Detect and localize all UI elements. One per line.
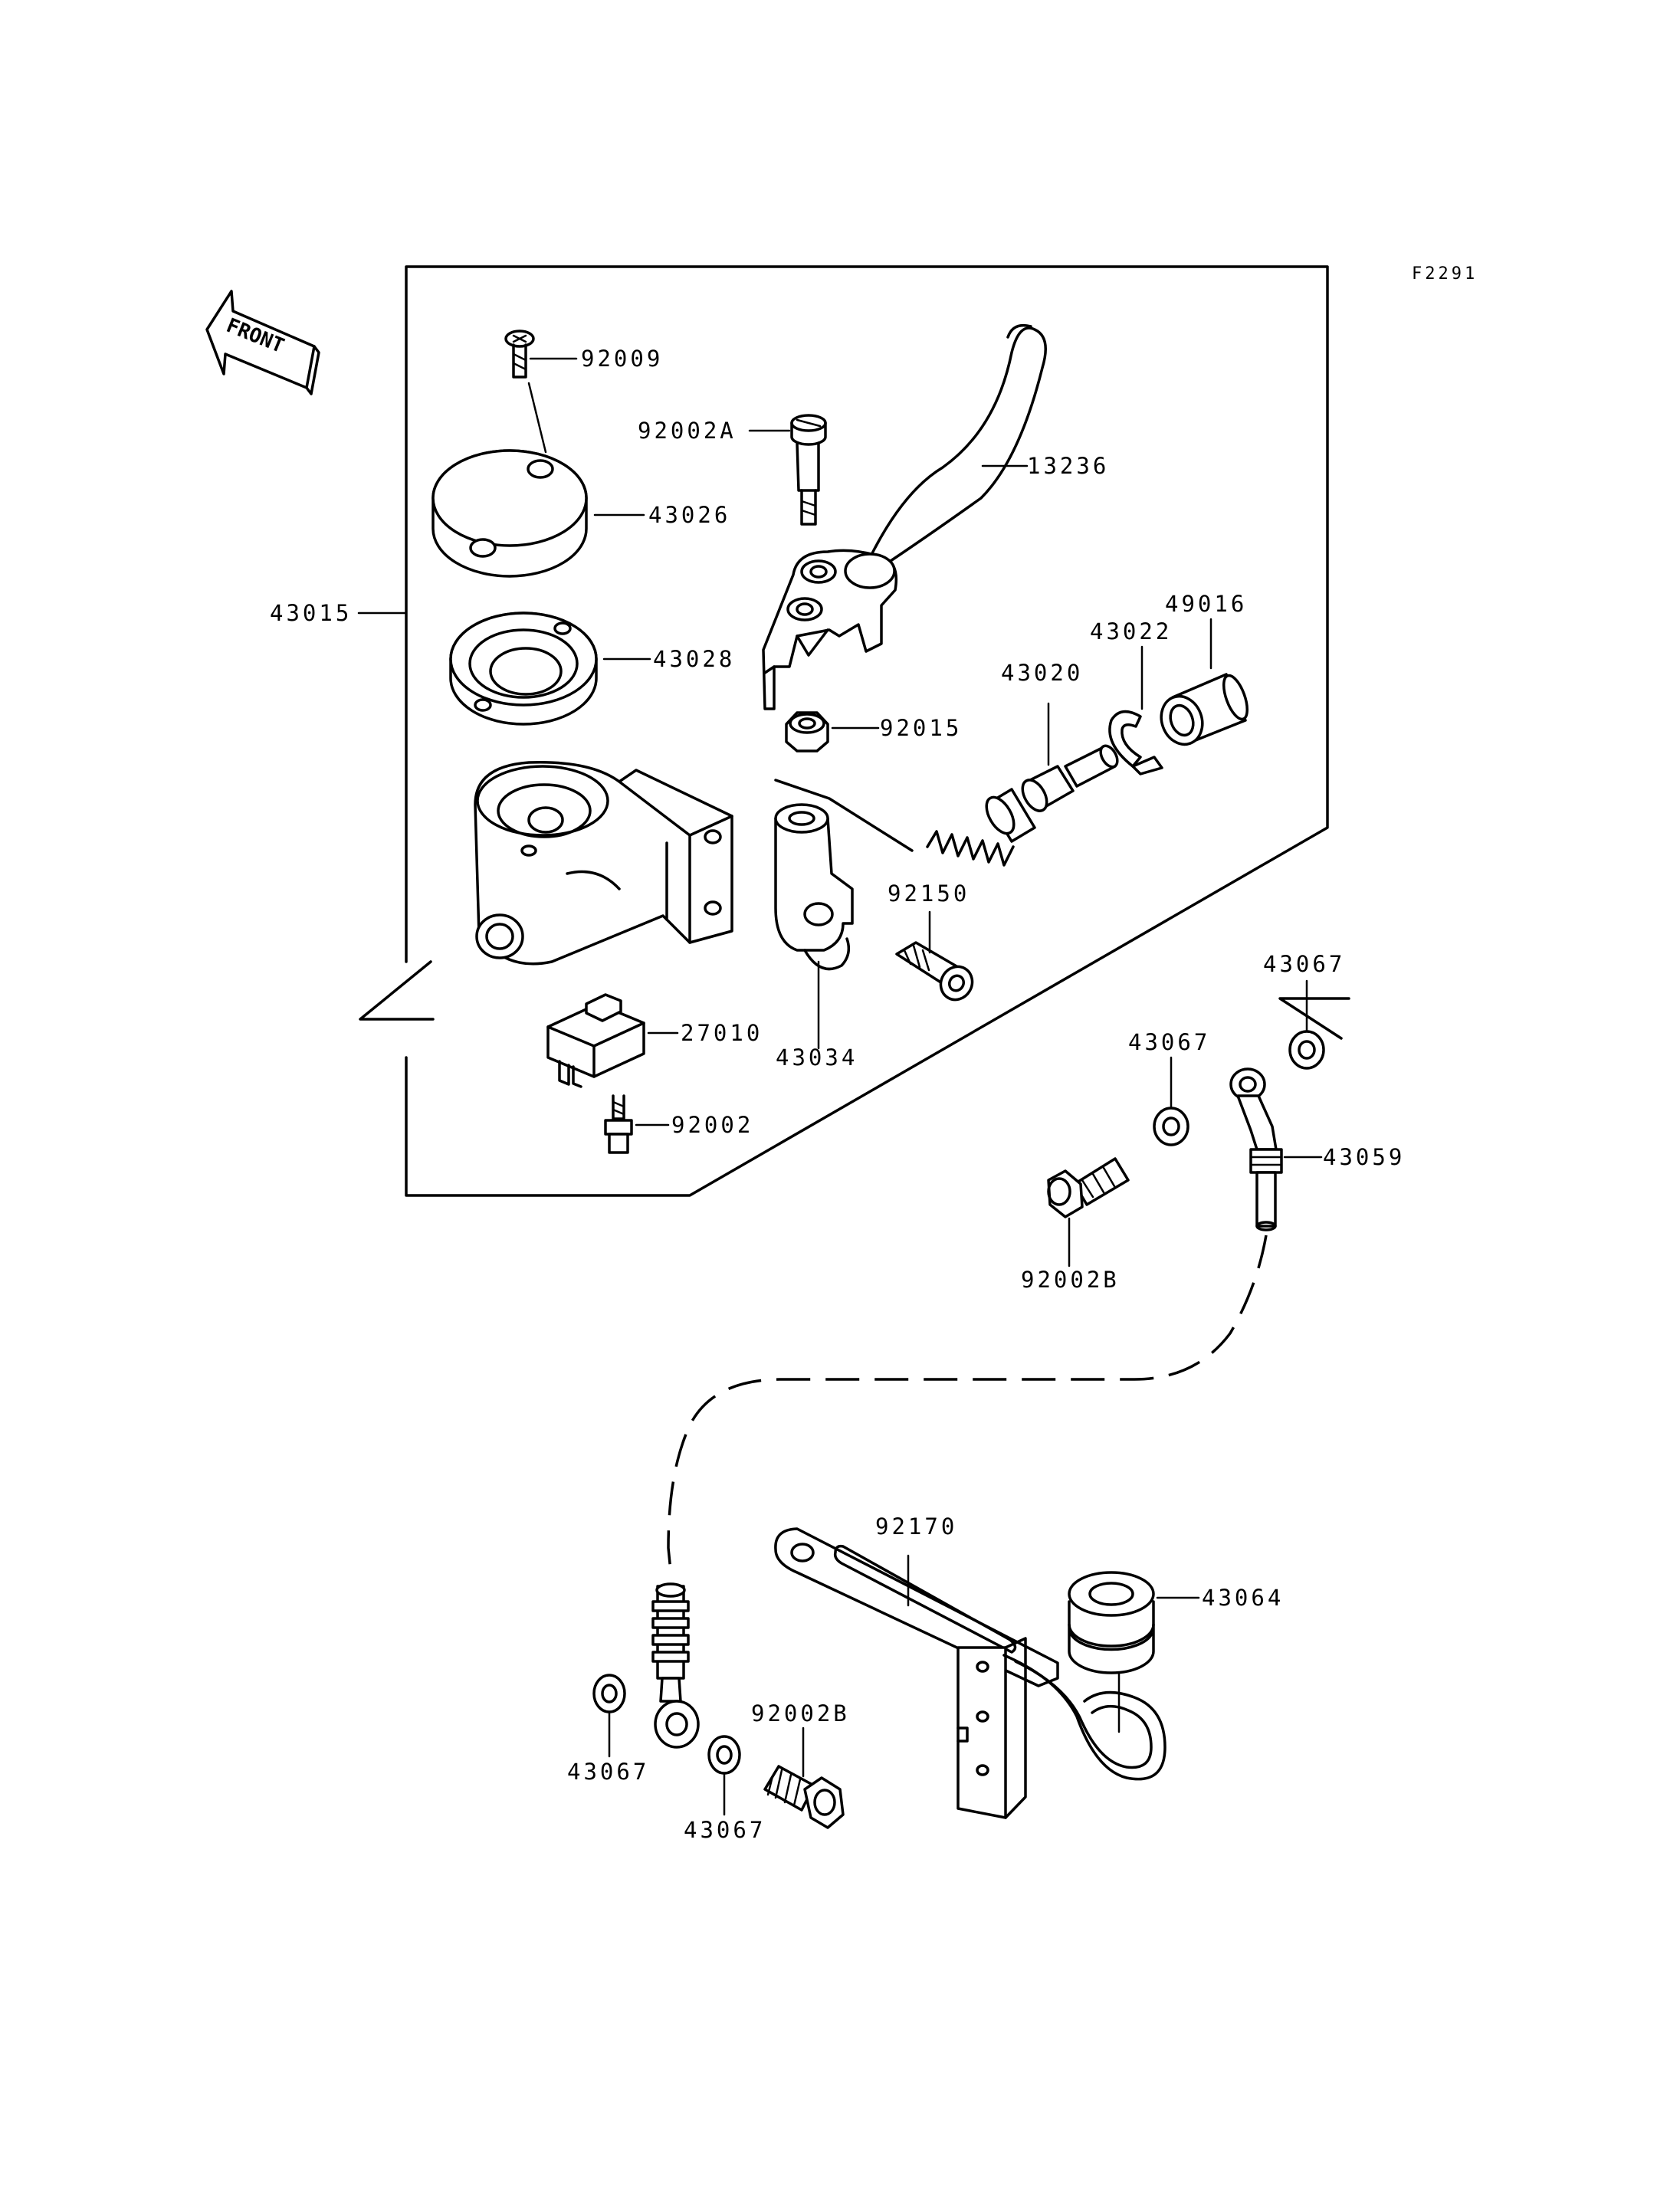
reservoir-cover-43026: [431, 449, 645, 578]
label-43022: 43022: [1090, 618, 1172, 644]
label-43059: 43059: [1323, 1144, 1405, 1170]
piston-assembly-43020: [926, 702, 1119, 867]
label-43067-c: 43067: [567, 1759, 649, 1785]
label-92015: 92015: [880, 715, 962, 741]
assembly-frame: [405, 265, 1329, 1197]
label-92170: 92170: [875, 1513, 957, 1540]
frame-break-right: [1278, 997, 1350, 1040]
clamp-43034: [774, 803, 854, 1050]
label-27010: 27010: [681, 1020, 763, 1046]
banjo-bolt-92002B-a: [1047, 1157, 1130, 1267]
label-92002B-b: 92002B: [751, 1700, 850, 1726]
label-43034: 43034: [776, 1044, 858, 1071]
screw-92009: [504, 330, 578, 454]
front-arrow-icon: FRONT: [205, 290, 320, 395]
label-43067-d: 43067: [684, 1817, 766, 1843]
screw-92002: [604, 1094, 670, 1154]
bracket-92170: [774, 1527, 1166, 1819]
label-43028: 43028: [653, 646, 735, 672]
brake-switch-27010: [546, 993, 679, 1088]
diaphragm-43028: [449, 612, 651, 726]
label-43015: 43015: [270, 600, 352, 626]
grommet-43064: [1068, 1571, 1200, 1674]
washer-43067-c: [592, 1674, 626, 1758]
washer-43067-d: [707, 1735, 741, 1816]
brake-hose-path: [667, 1235, 1268, 1572]
frame-break-left: [359, 960, 435, 1021]
hose-43059: [1229, 1067, 1323, 1231]
label-92150: 92150: [888, 880, 970, 907]
circlip-43022: [1108, 645, 1163, 776]
nut-92015: [785, 711, 880, 753]
label-43067-b: 43067: [1128, 1029, 1210, 1055]
label-49016: 49016: [1165, 591, 1247, 617]
master-cylinder-body: [474, 760, 914, 966]
bolt-92150: [895, 910, 974, 1002]
boot-49016: [1160, 618, 1249, 746]
label-92002B-a: 92002B: [1021, 1267, 1120, 1293]
label-43067-a: 43067: [1263, 951, 1345, 977]
pivot-bolt-92002A: [748, 414, 827, 526]
label-92002A: 92002A: [638, 418, 737, 444]
hose-fitting-lower: [651, 1582, 700, 1749]
banjo-bolt-92002B-b: [763, 1726, 845, 1829]
figure-code: F2291: [1412, 264, 1478, 284]
label-43026: 43026: [648, 502, 730, 528]
label-92002: 92002: [671, 1112, 753, 1138]
label-43020: 43020: [1001, 660, 1083, 686]
washer-43067-a: [1288, 979, 1325, 1070]
label-92009: 92009: [581, 346, 663, 372]
label-13236: 13236: [1027, 453, 1109, 479]
washer-43067-b: [1153, 1056, 1189, 1146]
label-43064: 43064: [1202, 1585, 1284, 1611]
brake-lever-13236: [762, 323, 1047, 710]
